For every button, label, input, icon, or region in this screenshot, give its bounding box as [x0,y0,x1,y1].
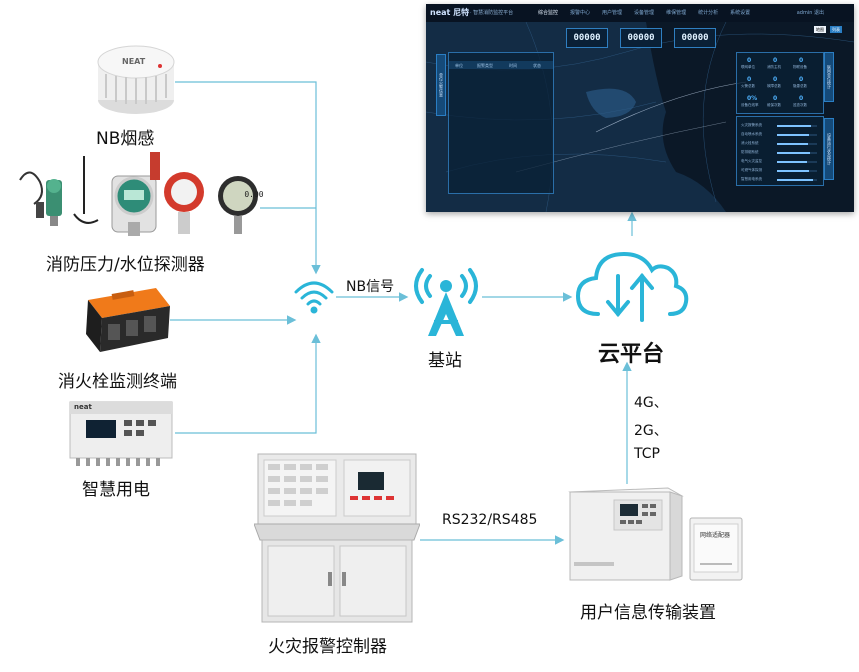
stat-value: 0 [747,76,752,83]
status-panel: 火灾报警系统自动喷水系统消火栓系统防排烟系统电气火灾监控可燃气体探测智慧用电系统 [736,116,824,186]
dashboard-user[interactable]: admin 退出 [796,10,824,16]
smart-power-device: neat [66,398,176,466]
status-bar-fill [777,152,810,154]
stat-value: 0 [773,76,778,83]
pressure-reading: 0.00 [244,190,264,199]
fire-controller-label: 火灾报警控制器 [268,637,387,657]
stat-label: 隐患总数 [793,84,807,88]
counter-2: 00000 [620,28,662,48]
stat-label: 火警总数 [741,84,755,88]
status-row-label: 自动喷水系统 [741,132,762,136]
list-view-button[interactable]: 列表 [830,26,842,33]
status-bar-fill [777,143,809,145]
dashboard-title: · 智慧消防监控平台 [470,10,514,16]
column-header: 状态 [533,63,541,68]
mobile-2g-label: 2G、 [634,423,668,439]
stat-label: 维保次数 [767,103,781,107]
stat-label: 联网单位 [741,65,755,69]
base-station-label: 基站 [428,351,462,371]
status-row-label: 消火栓系统 [741,141,759,145]
cloud-platform-label: 云平台 [598,342,665,367]
status-row-label: 防排烟系统 [741,150,759,154]
status-bar-fill [777,170,809,172]
platform-dashboard: neat 尼特 · 智慧消防监控平台 综合监控 报警中心 用户管理 设备管理 维… [426,4,854,212]
line-power [175,333,321,434]
menu-item[interactable]: 系统设置 [730,10,751,16]
stat-value: 0 [773,95,778,102]
status-row-label: 智慧用电系统 [741,177,762,181]
stat-label: 巡查次数 [793,103,807,107]
transmission-device [566,484,686,584]
column-header: 时间 [509,63,517,68]
status-bar-fill [777,125,811,127]
status-row-label: 电气火灾监控 [741,159,762,163]
stat-value: 0 [799,76,804,83]
menu-item[interactable]: 统计分析 [698,10,719,16]
stat-label: 设备在线率 [741,103,759,107]
stat-value: 0 [799,95,804,102]
power-brand: neat [74,403,92,411]
stat-value: 0 [799,57,804,64]
pressure-label: 消防压力/水位探测器 [46,255,205,275]
menu-item[interactable]: 用户管理 [602,10,623,16]
dashboard-topbar: neat 尼特 · 智慧消防监控平台 综合监控 报警中心 用户管理 设备管理 维… [426,4,854,22]
base-station-icon [408,262,484,342]
alarm-list-panel: 单位 报警类型 时间 状态 [448,52,554,194]
dashboard-menu: 综合监控 报警中心 用户管理 设备管理 维保管理 统计分析 系统设置 [538,9,750,16]
stat-label: 故障总数 [767,84,781,88]
status-row-label: 可燃气体探测 [741,168,762,172]
counter-3: 00000 [674,28,716,48]
fire-alarm-controller [253,452,421,624]
column-header: 报警类型 [477,63,493,68]
status-bar-fill [777,179,813,181]
stat-label: 物联设备 [793,65,807,69]
nb-signal-label: NB信号 [346,279,395,295]
wireless-icon [290,276,338,320]
dashboard-logo: neat 尼特 [430,8,470,17]
line-smoke [175,81,321,275]
map-view-button[interactable]: 地图 [814,26,826,33]
mobile-tcp-label: TCP [634,446,660,462]
cloud-icon [572,240,692,328]
stat-value: 0 [747,57,752,64]
column-header: 单位 [455,63,463,68]
smoke-detector: NEAT [92,40,180,122]
hydrant-terminal [78,280,172,360]
right-panel-tab-2[interactable]: 设备运行状态统计 [824,118,834,180]
menu-item[interactable]: 报警中心 [570,10,591,16]
network-adapter-label: 网络适配器 [700,532,731,539]
status-row-label: 火灾报警系统 [741,123,762,127]
smoke-label: NB烟感 [96,129,155,149]
status-bar-fill [777,161,807,163]
mobile-4g-label: 4G、 [634,395,668,411]
stat-label: 消防主机 [767,65,781,69]
transmitter-label: 用户信息传输装置 [580,603,716,623]
power-label: 智慧用电 [82,480,150,500]
rs-protocol-label: RS232/RS485 [442,512,538,528]
pressure-detectors: 0.00 [16,152,264,240]
menu-item[interactable]: 维保管理 [666,10,687,16]
smoke-brand: NEAT [122,57,146,66]
left-panel-tab[interactable]: 单位火警信息 [436,54,446,116]
menu-item[interactable]: 设备管理 [634,10,655,16]
counter-1: 00000 [566,28,608,48]
right-panel-tab-1[interactable]: 联网单位统计 [824,52,834,102]
status-bar-fill [777,134,809,136]
stat-value: 0 [773,57,778,64]
network-adapter-box: 网络适配器 [688,516,744,582]
menu-item[interactable]: 综合监控 [538,10,559,16]
stat-value: 0% [747,95,758,102]
hydrant-label: 消火栓监测终端 [58,372,177,392]
